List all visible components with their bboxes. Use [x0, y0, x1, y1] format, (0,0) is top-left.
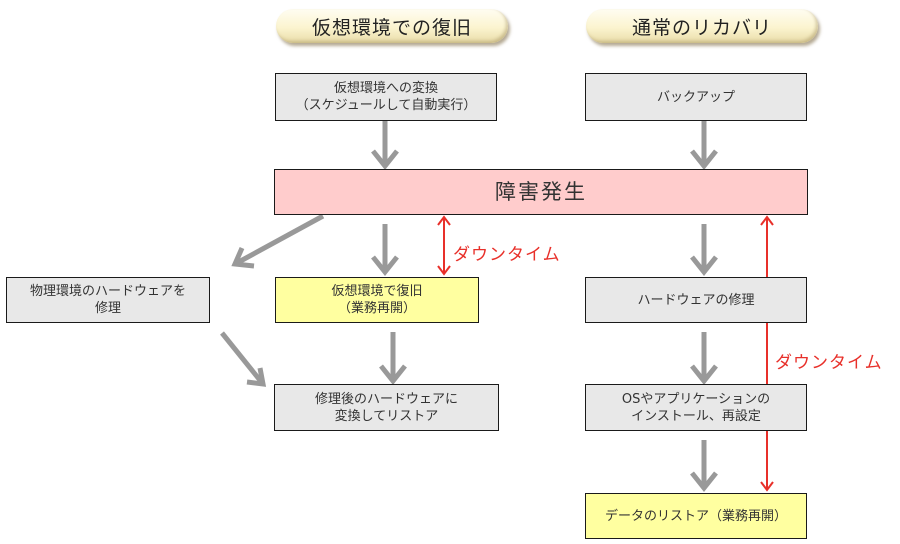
arrow-virtual-to-restore — [379, 332, 407, 386]
box-text-line: データのリストア（業務再開） — [604, 508, 787, 524]
arrow-os-to-datarestore — [690, 440, 718, 493]
box-data-restore: データのリストア（業務再開） — [585, 493, 807, 539]
downtime-arrow-virtual — [437, 215, 451, 276]
box-text-line: 仮想環境で復旧 — [331, 284, 423, 299]
header-normal-recovery: 通常のリカバリ — [586, 9, 818, 43]
box-hardware-repair: ハードウェアの修理 — [585, 277, 807, 323]
arrow-failure-to-virtual — [371, 224, 399, 277]
downtime-arrow-normal — [760, 215, 774, 492]
arrow-physical-to-restore — [220, 331, 267, 387]
box-restore-converted: 修理後のハードウェアに変換してリストア — [274, 384, 499, 431]
arrow-backup-to-failure — [690, 121, 718, 171]
box-physical-repair: 物理環境のハードウェアを修理 — [6, 277, 210, 323]
arrow-failure-to-physical — [231, 213, 325, 269]
arrow-hwrepair-to-os — [690, 332, 718, 386]
box-text-line: ハードウェアの修理 — [637, 292, 755, 308]
box-text-line: 物理環境のハードウェアを — [29, 284, 186, 299]
box-text-line: 仮想環境への変換 — [333, 81, 438, 96]
arrow-failure-to-hwrepair — [690, 224, 718, 277]
arrow-convert-to-failure — [371, 121, 399, 171]
box-text-line: 障害発生 — [495, 179, 587, 204]
box-text-line: インストール、再設定 — [631, 408, 761, 424]
box-text-line: （スケジュールして自動実行） — [295, 98, 477, 113]
box-text-line: 変換してリストア — [334, 408, 439, 424]
box-failure: 障害発生 — [274, 169, 808, 215]
header-virtual-recovery: 仮想環境での復旧 — [276, 9, 508, 43]
downtime-label-normal: ダウンタイム — [775, 353, 883, 373]
header-virtual-label: 仮想環境での復旧 — [311, 16, 472, 39]
box-text-line: 修理後のハードウェアに — [314, 391, 458, 407]
box-text-line: 修理 — [94, 301, 121, 316]
header-normal-label: 通常のリカバリ — [631, 16, 772, 39]
downtime-label-virtual: ダウンタイム — [453, 245, 561, 265]
box-os-install: OSやアプリケーションのインストール、再設定 — [585, 384, 807, 431]
box-virtual-recover: 仮想環境で復旧 （業務再開） — [275, 277, 479, 323]
box-convert-to-virtual: 仮想環境への変換 （スケジュールして自動実行） — [275, 73, 497, 121]
box-text-line: バックアップ — [656, 89, 735, 105]
box-backup: バックアップ — [585, 73, 807, 121]
box-text-line: OSやアプリケーションの — [621, 391, 771, 407]
box-text-line: （業務再開） — [337, 301, 416, 316]
